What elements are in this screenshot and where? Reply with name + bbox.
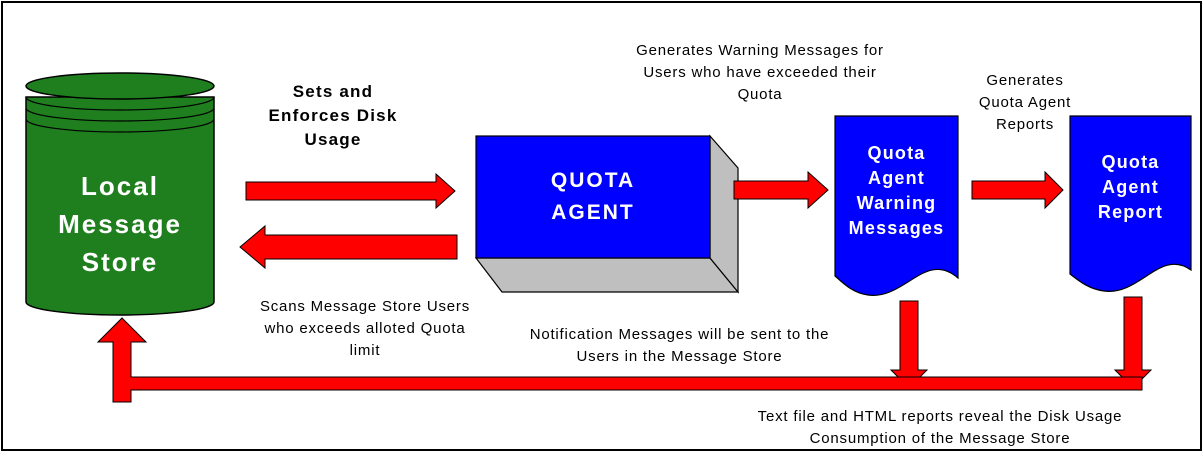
agent-label: QUOTA AGENT <box>550 169 636 224</box>
cylinder-ring-1 <box>25 96 215 111</box>
generates-warning-label: Generates Warning Messages for Users who… <box>636 42 884 103</box>
arrow-return-to-store <box>96 317 1143 403</box>
agent-box-front <box>475 135 711 259</box>
notification-label: Notification Messages will be sent to th… <box>529 326 830 365</box>
text-html-reports-label: Text file and HTML reports reveal the Di… <box>757 408 1123 447</box>
report-document-label: Quota Agent Report <box>1097 152 1164 222</box>
arrow-agent-to-warning <box>733 170 829 210</box>
cylinder-body <box>25 96 215 316</box>
arrow-store-to-agent <box>245 172 456 210</box>
quota-agent-box <box>474 134 740 294</box>
agent-box-bottom <box>474 257 740 293</box>
arrow-warning-to-report <box>971 170 1064 210</box>
cylinder-ring-3 <box>25 118 215 133</box>
store-label: Local Message Store <box>58 171 182 277</box>
cylinder-ring-2 <box>25 107 215 122</box>
warning-messages-document <box>834 115 959 296</box>
local-message-store-cylinder <box>25 72 215 316</box>
arrow-agent-to-store <box>239 224 458 270</box>
generates-reports-label: Generates Quota Agent Reports <box>978 72 1072 133</box>
warning-document-label: Quota Agent Warning Messages <box>848 143 945 238</box>
sets-enforces-label: Sets and Enforces Disk Usage <box>268 82 398 149</box>
cylinder-top <box>25 72 215 100</box>
agent-report-document <box>1069 115 1192 292</box>
scans-label: Scans Message Store Users who exceeds al… <box>259 298 471 359</box>
